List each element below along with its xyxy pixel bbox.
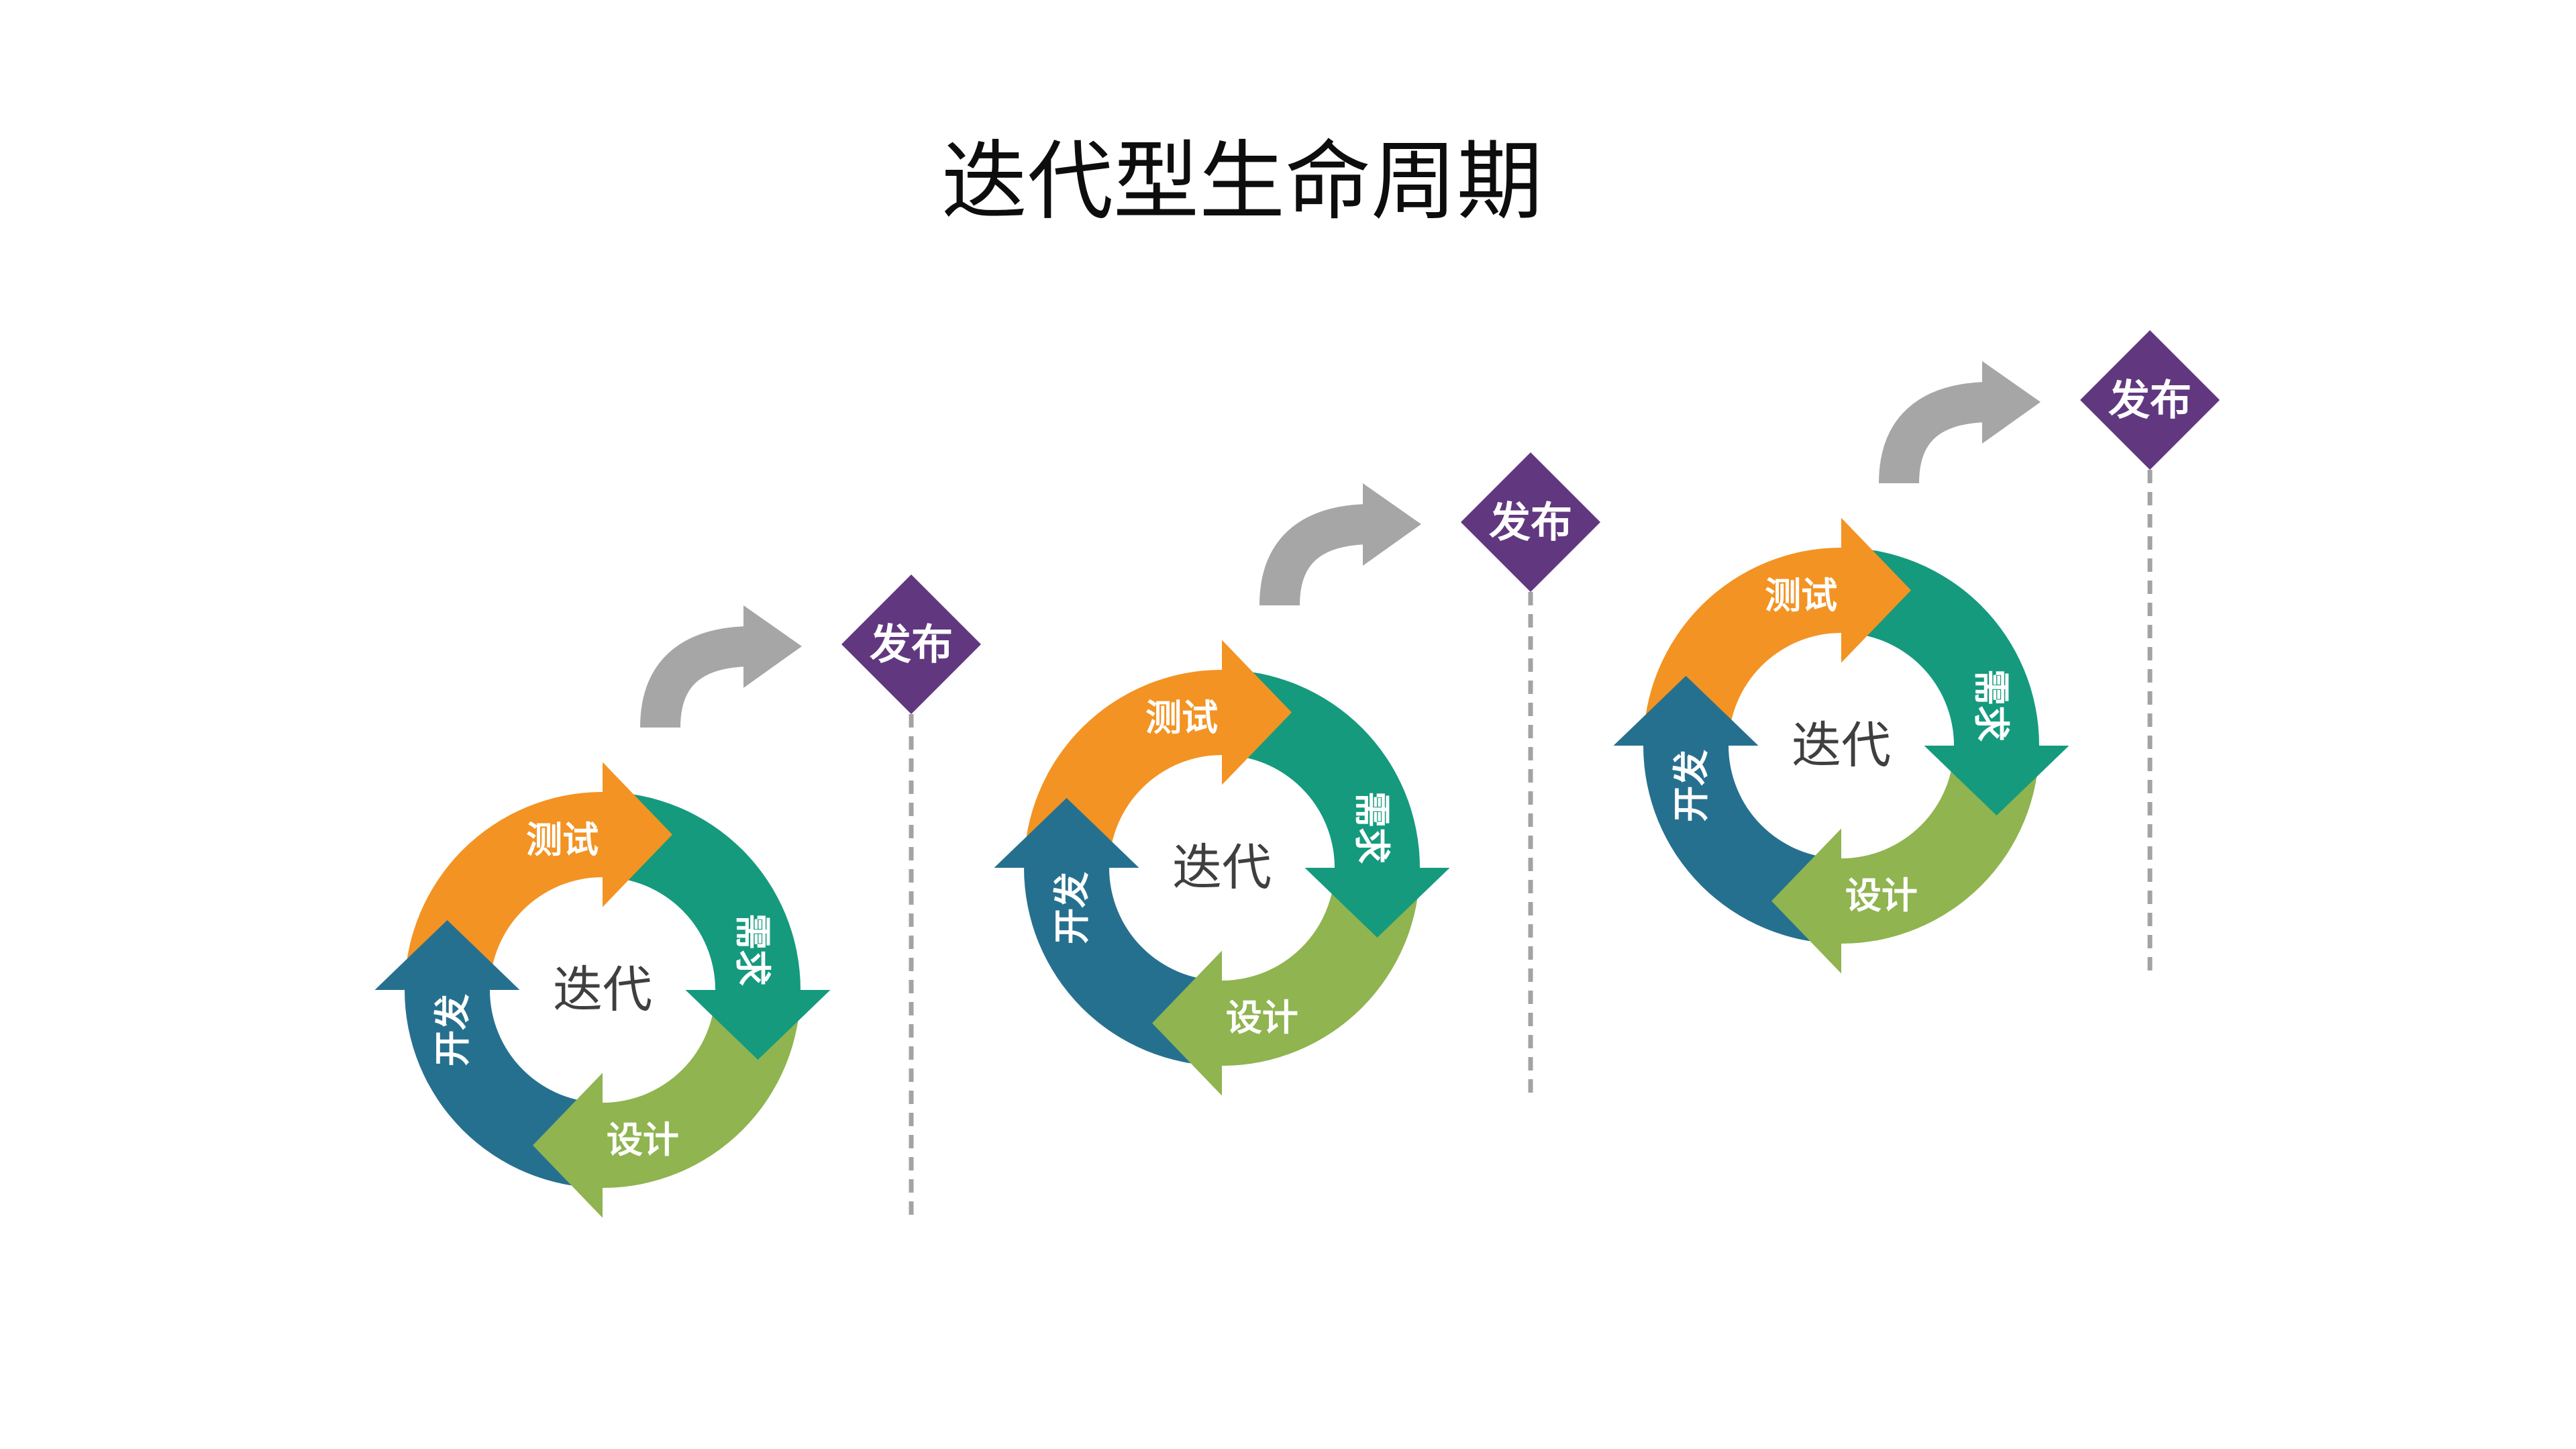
curved-arrow-shaft [1879, 382, 1989, 484]
curved-arrow-head [743, 605, 802, 688]
curved-arrow-right-icon [1259, 483, 1421, 606]
iteration-center-label: 迭代 [553, 961, 652, 1019]
stage-arrowhead-design [1152, 950, 1222, 1096]
curved-arrow-shaft [640, 626, 750, 728]
stage-label-development: 开发 [1670, 750, 1712, 822]
page-title: 迭代型生命周期 [941, 132, 1543, 232]
iteration-center-label: 迭代 [1172, 839, 1272, 897]
stage-label-requirements: 需求 [731, 913, 774, 986]
stage-label-testing: 测试 [1765, 574, 1837, 617]
iteration-cycle-3: 测试 需求 设计 开发 迭代 发布 [1613, 330, 2220, 978]
iteration-ring: 测试 需求 设计 开发 迭代 [374, 762, 831, 1218]
stage-arrowhead-testing [1222, 640, 1292, 785]
stage-label-testing: 测试 [526, 819, 599, 861]
stage-label-design: 设计 [1845, 875, 1918, 917]
iteration-cycle-2: 测试 需求 设计 开发 迭代 发布 [994, 452, 1600, 1100]
stage-arrowhead-development [1613, 676, 1759, 746]
iteration-center-label: 迭代 [1792, 717, 1891, 775]
release-diamond [1461, 452, 1600, 592]
stage-arrowhead-requirements [1924, 746, 2069, 815]
iteration-cycle-1: 测试 需求 设计 开发 迭代 发布 [374, 574, 981, 1222]
release-label: 发布 [2108, 376, 2192, 425]
stage-label-design: 设计 [1226, 997, 1298, 1039]
release-label: 发布 [870, 620, 953, 669]
iteration-ring: 测试 需求 设计 开发 迭代 [1613, 517, 2069, 974]
stage-arrowhead-requirements [1304, 868, 1450, 938]
stage-label-requirements: 需求 [1351, 791, 1393, 864]
stage-arrowhead-design [533, 1072, 603, 1218]
stage-arrowhead-testing [603, 762, 672, 907]
stage-arrowhead-development [994, 798, 1139, 868]
stage-label-development: 开发 [1051, 872, 1093, 944]
stage-label-development: 开发 [431, 994, 474, 1066]
iteration-ring: 测试 需求 设计 开发 迭代 [994, 640, 1450, 1096]
stage-arrowhead-design [1771, 828, 1841, 974]
stage-arrowhead-testing [1841, 517, 1911, 663]
stage-label-design: 设计 [607, 1119, 679, 1161]
curved-arrow-right-icon [1879, 361, 2041, 484]
release-diamond [2080, 330, 2220, 470]
curved-arrow-head [1363, 483, 1421, 566]
curved-arrow-head [1982, 361, 2041, 444]
release-diamond [841, 574, 981, 714]
release-label: 发布 [1489, 498, 1572, 547]
release-milestone: 发布 [841, 574, 981, 714]
curved-arrow-right-icon [640, 605, 802, 728]
stage-label-requirements: 需求 [1970, 669, 2012, 742]
stage-label-testing: 测试 [1145, 697, 1218, 739]
stage-arrowhead-requirements [685, 990, 831, 1060]
curved-arrow-shaft [1259, 504, 1370, 606]
stage-arrowhead-development [374, 920, 520, 990]
release-milestone: 发布 [2080, 330, 2220, 470]
release-milestone: 发布 [1461, 452, 1600, 592]
